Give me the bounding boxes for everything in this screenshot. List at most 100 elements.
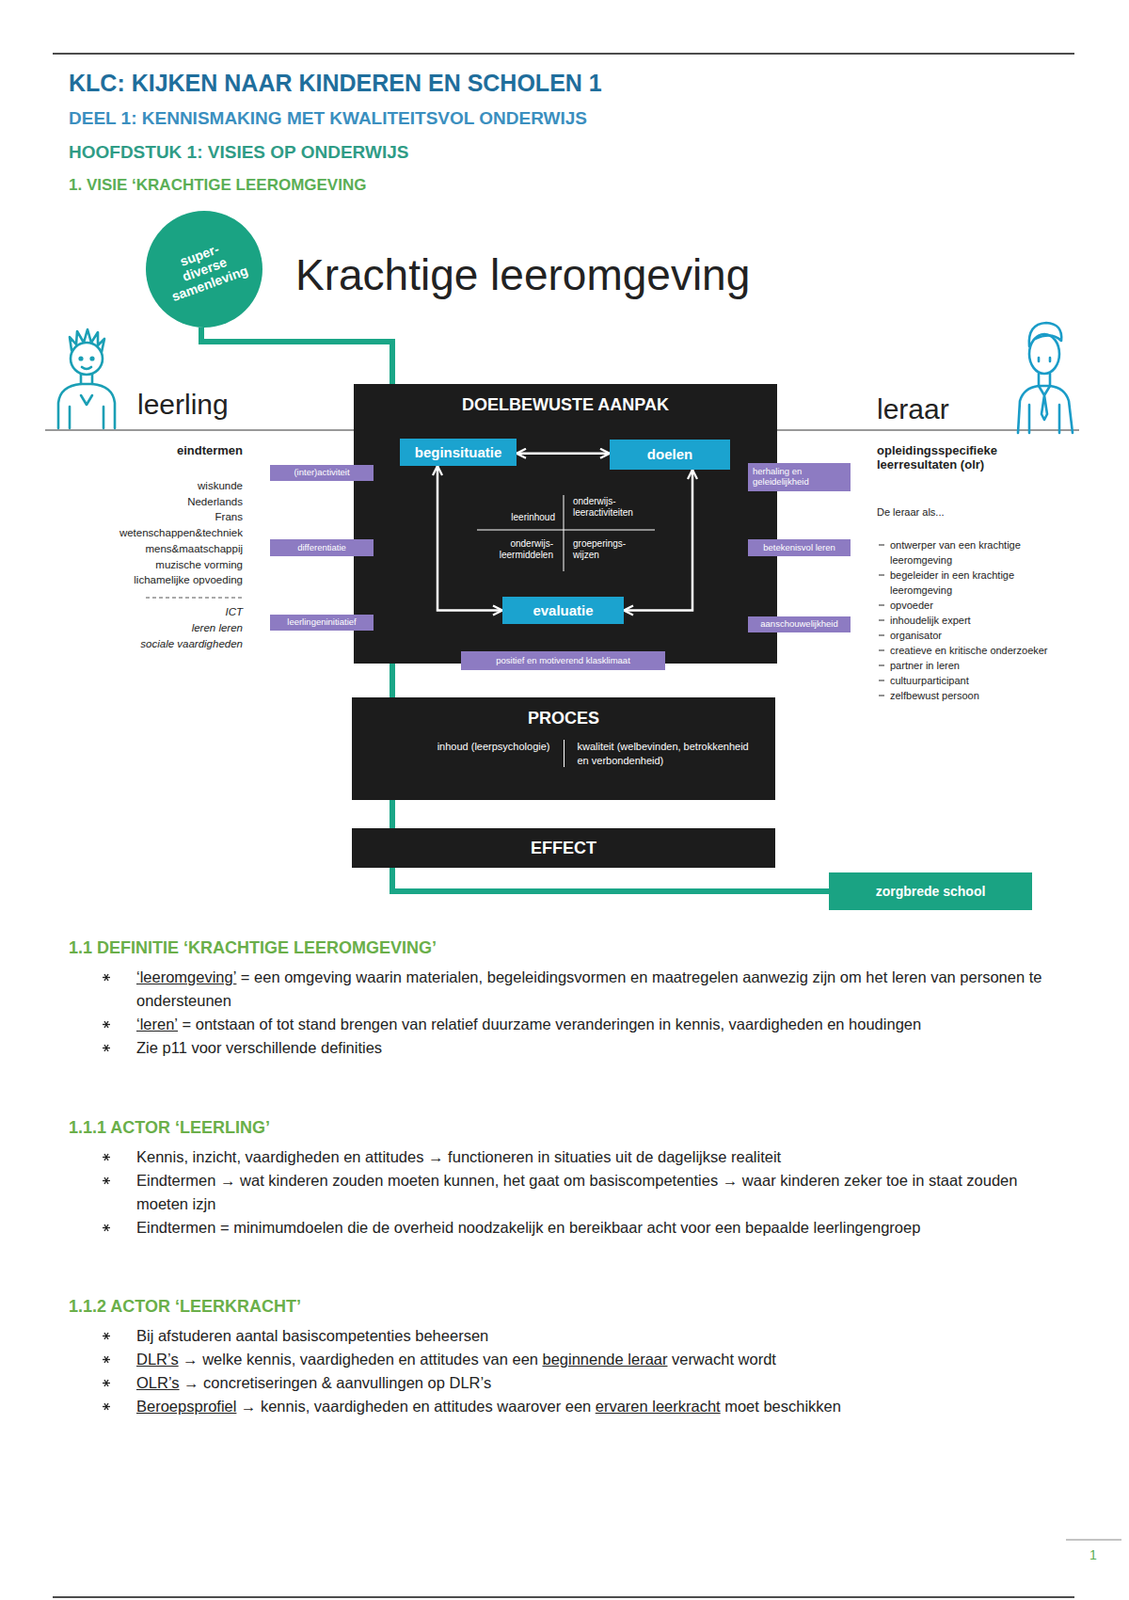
- shape: [81, 366, 92, 369]
- body-text: → kennis, vaardigheden en attitudes waar…: [240, 1397, 591, 1415]
- diagram-label: groeperings- wijzen: [572, 538, 641, 560]
- flow-line: [389, 799, 396, 828]
- bullet-item: DLR’s→ welke kennis, vaardigheden en att…: [68, 1347, 1057, 1371]
- school-box: zorgbrede school: [828, 872, 1033, 910]
- diagram-label: ICT: [94, 605, 243, 619]
- shape: [1038, 385, 1050, 420]
- shape: [104, 973, 109, 981]
- approach-panel: DOELBEWUSTE AANPAKbeginsituatiedoeleneva…: [353, 383, 778, 664]
- cross-line: [477, 529, 655, 531]
- diagram-label: mens&maatschappij: [94, 542, 243, 556]
- text-section: 1.1.2 ACTOR ‘LEERKRACHT’Bij afstuderen a…: [68, 1295, 1057, 1418]
- shape: [104, 1379, 109, 1386]
- bullet-star: [102, 1176, 111, 1184]
- principle-tag: (inter)activiteit: [270, 464, 374, 481]
- flow-line: [389, 663, 396, 698]
- shape: [104, 1355, 109, 1363]
- diagram-label: Frans: [94, 510, 243, 524]
- principle-tag: betekenisvol leren: [747, 539, 851, 557]
- diagram-label: wiskunde: [94, 479, 243, 493]
- shape: [104, 1224, 109, 1231]
- shape: [69, 329, 105, 352]
- principle-tag: herhaling en geleidelijkheid: [747, 462, 851, 492]
- shape: [70, 342, 103, 375]
- shape: [104, 1402, 109, 1410]
- shape: [104, 1332, 109, 1339]
- bullet-item: Kennis, inzicht, vaardigheden en attitud…: [68, 1144, 1057, 1169]
- role-item: zelfbewust persoon: [890, 687, 1060, 703]
- shape: [104, 1355, 109, 1363]
- diagram-label: onderwijs- leeractiviteiten: [572, 495, 663, 518]
- shape: [104, 1176, 109, 1184]
- shape: [79, 357, 83, 361]
- diagram-label: opleidingsspecifieke leerresultaten (olr…: [876, 444, 1056, 473]
- diagram-label: eindtermen: [112, 444, 243, 459]
- flow-line: [201, 327, 393, 384]
- node-label: positief en motiverend klasklimaat: [465, 655, 661, 667]
- diagram-label: onderwijs- leermiddelen: [470, 538, 554, 560]
- bullet-item: ‘leeromgeving’= een omgeving waarin mate…: [68, 965, 1057, 1013]
- diagram-label: Nederlands: [94, 495, 243, 509]
- diagram-label: muzische vorming: [94, 558, 243, 572]
- role-item: ontwerper van een krachtige leeromgeving: [890, 537, 1060, 568]
- node-label: betekenisvol leren: [752, 542, 846, 554]
- list-dash: [878, 650, 885, 652]
- section-heading: 1. VISIE ‘KRACHTIGE LEEROMGEVING: [68, 175, 366, 195]
- body-text: Eindtermen = minimumdoelen die de overhe…: [136, 1218, 921, 1236]
- bullet-star: [102, 1044, 111, 1051]
- list-dash: [878, 680, 885, 682]
- diagram-label: leerling: [137, 388, 229, 422]
- shape: [69, 395, 104, 429]
- diagram-label: lichamelijke opvoeding: [94, 573, 243, 587]
- node-label: (inter)activiteit: [274, 467, 369, 478]
- node-label: DOELBEWUSTE AANPAK: [353, 395, 778, 415]
- body-text: moet beschikken: [724, 1397, 842, 1415]
- page-number: 1: [1089, 1546, 1098, 1562]
- node-label: leerlingeninitiatief: [274, 617, 369, 628]
- role-item: cultuurparticipant: [890, 672, 1060, 688]
- shape: [104, 1153, 109, 1161]
- node-label: differentiatie: [274, 542, 369, 554]
- principle-tag: positief en motiverend klasklimaat: [461, 651, 666, 670]
- bullet-star: [102, 1020, 111, 1028]
- node-label: PROCES: [351, 708, 776, 729]
- principle-tag: leerlingeninitiatief: [270, 614, 374, 631]
- principle-tag: differentiatie: [270, 539, 374, 557]
- page-title: KLC: KIJKEN NAAR KINDEREN EN SCHOLEN 1: [68, 69, 603, 97]
- node-label: herhaling en geleidelijkheid: [752, 466, 846, 488]
- body-text: Eindtermen → wat kinderen zouden moeten …: [136, 1171, 1018, 1212]
- list-dash: [878, 574, 885, 576]
- bullet-star: [102, 1379, 111, 1386]
- shape: [104, 1020, 109, 1028]
- bullet-star: [102, 1224, 111, 1231]
- body-text: beginnende leraar: [541, 1350, 668, 1368]
- node-label: aanschouwelijkheid: [752, 619, 846, 630]
- body-text: Zie p11 voor verschillende definities: [136, 1038, 382, 1056]
- node-label: beginsituatie: [414, 444, 503, 461]
- diagram-label: sociale vaardigheden: [94, 637, 243, 651]
- shape: [104, 1379, 109, 1386]
- effect-box: EFFECT: [351, 827, 776, 868]
- role-item: begeleider in een krachtige leeromgeving: [890, 567, 1060, 598]
- node-label: evaluatie: [532, 602, 593, 619]
- list-dash: [878, 620, 885, 621]
- cycle-arrow: [437, 465, 503, 611]
- body-text: → welke kennis, vaardigheden en attitude…: [182, 1350, 539, 1368]
- dashed-separator: [145, 597, 243, 599]
- page-rule: [1065, 1539, 1122, 1541]
- list-dash: [878, 635, 885, 637]
- bullet-item: ‘leren’= ontstaan of tot stand brengen v…: [68, 1012, 1057, 1036]
- body-text: = een omgeving waarin materialen, begele…: [136, 968, 1043, 1009]
- bullet-star: [102, 973, 111, 981]
- shape: [104, 973, 109, 981]
- shape: [1038, 373, 1050, 386]
- body-text: Kennis, inzicht, vaardigheden en attitud…: [136, 1147, 781, 1165]
- pupil-figure: [58, 329, 115, 429]
- cycle-arrow: [623, 469, 693, 611]
- divider-line: [45, 429, 354, 431]
- panel-fill: [353, 383, 778, 664]
- body-text: ‘leren’: [136, 1015, 178, 1033]
- section-heading: HOOFDSTUK 1: VISIES OP ONDERWIJS: [68, 142, 409, 163]
- bullet-star: [102, 1355, 111, 1363]
- shape: [104, 1044, 109, 1051]
